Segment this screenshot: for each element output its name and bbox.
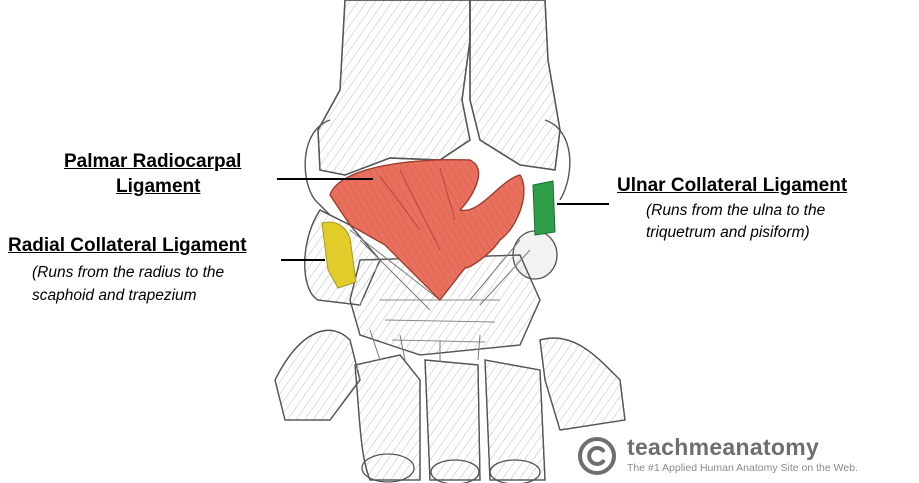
carpal-ligaments (349, 229, 531, 362)
ulnar-leader-line (557, 203, 609, 205)
ulnar-label-note1: (Runs from the ulna to the (646, 202, 826, 219)
palmar-radiocarpal-ligament (329, 159, 525, 301)
ulnar-collateral-ligament (532, 180, 556, 236)
forearm-bones (304, 0, 571, 216)
palmar-leader-line (277, 178, 373, 180)
brand-tagline: The #1 Applied Human Anatomy Site on the… (627, 462, 858, 474)
copyright-circle-icon (578, 437, 616, 475)
palmar-label-line2: Ligament (116, 176, 201, 197)
palmar-label-line1: Palmar Radiocarpal (64, 151, 242, 172)
radial-label-note1: (Runs from the radius to the (32, 264, 225, 281)
ulnar-label-note2: triquetrum and pisiform) (646, 224, 810, 241)
radial-leader-line (281, 259, 325, 261)
radial-label-title: Radial Collateral Ligament (8, 235, 247, 256)
brand-name: teachmeanatomy (627, 434, 820, 460)
ulnar-label-title: Ulnar Collateral Ligament (617, 175, 848, 196)
brand-watermark: teachmeanatomy The #1 Applied Human Anat… (577, 432, 897, 478)
radial-collateral-ligament (321, 221, 357, 289)
metacarpal-bones (274, 329, 626, 483)
radial-label-note2: scaphoid and trapezium (32, 287, 197, 304)
